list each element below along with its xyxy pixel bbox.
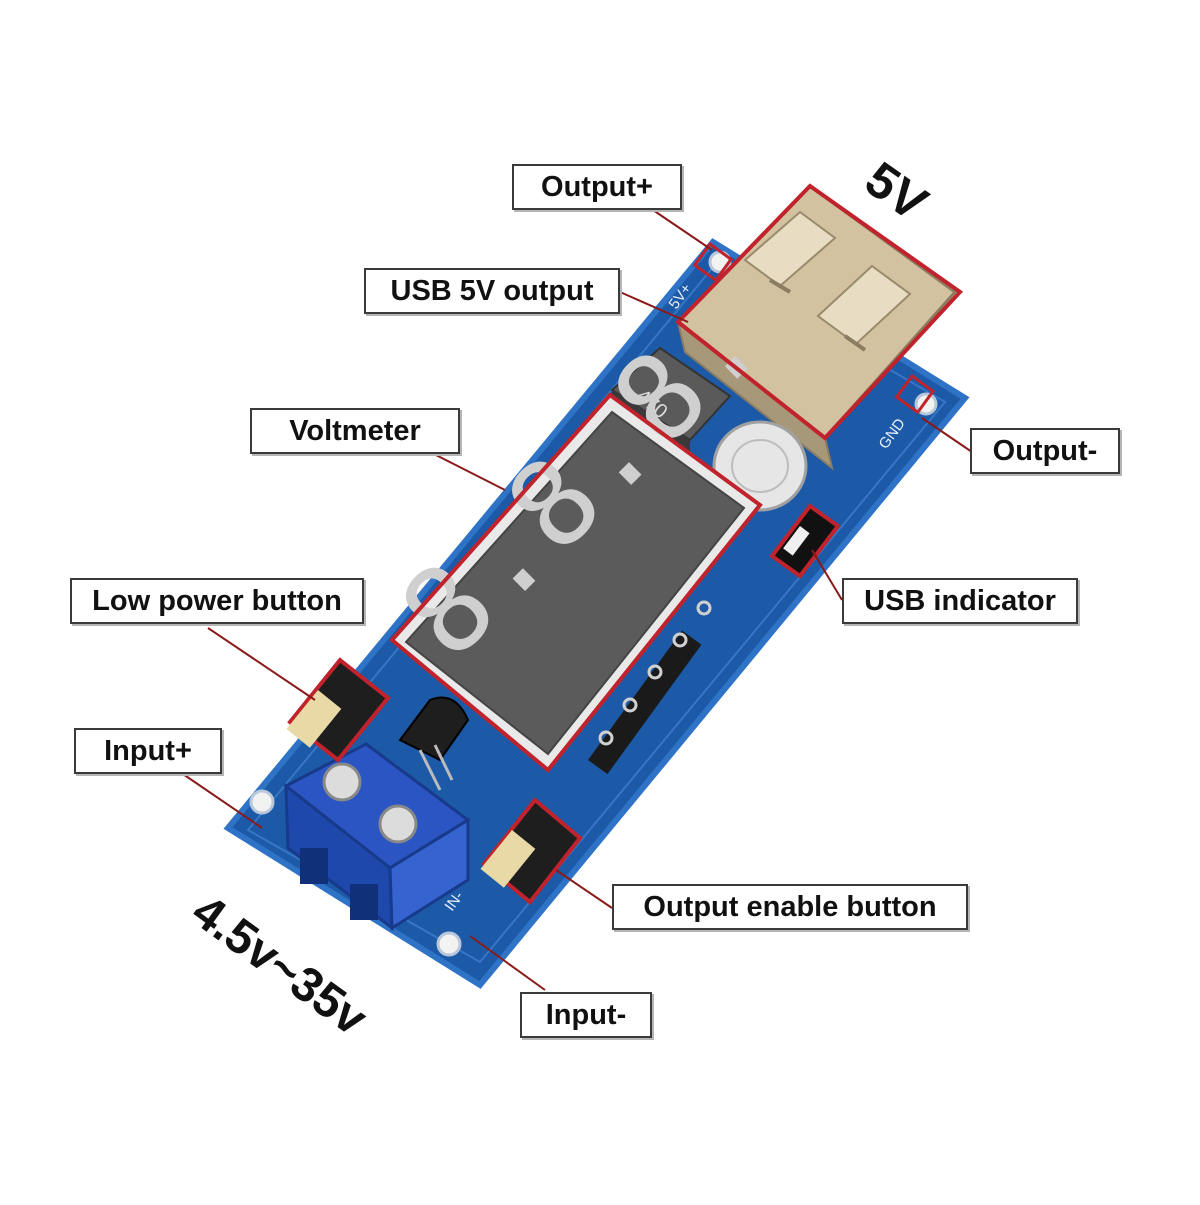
screw (322, 762, 362, 802)
transistor (398, 696, 470, 791)
mount-hole (249, 789, 275, 815)
label-low-power-button: Low power button (70, 578, 364, 624)
label-usb-5v-output: USB 5V output (364, 268, 620, 314)
label-input-minus: Input- (520, 992, 652, 1038)
usb-highlight (675, 183, 964, 441)
screw (378, 804, 418, 844)
voltmeter-highlight (389, 392, 763, 773)
label-output-enable-button: Output enable button (612, 884, 968, 930)
label-voltmeter: Voltmeter (250, 408, 460, 454)
low-power-button (286, 657, 391, 763)
usb-indicator-led (769, 503, 841, 579)
label-input-plus: Input+ (74, 728, 222, 774)
output-enable-button (480, 797, 583, 905)
leader-lines (179, 207, 973, 991)
header-pins (588, 600, 712, 775)
output-plus-pad (692, 241, 734, 283)
output-minus-pad (894, 373, 936, 415)
label-output-plus: Output+ (512, 164, 682, 210)
label-usb-indicator: USB indicator (842, 578, 1078, 624)
label-output-minus: Output- (970, 428, 1120, 474)
mount-hole (436, 931, 462, 957)
